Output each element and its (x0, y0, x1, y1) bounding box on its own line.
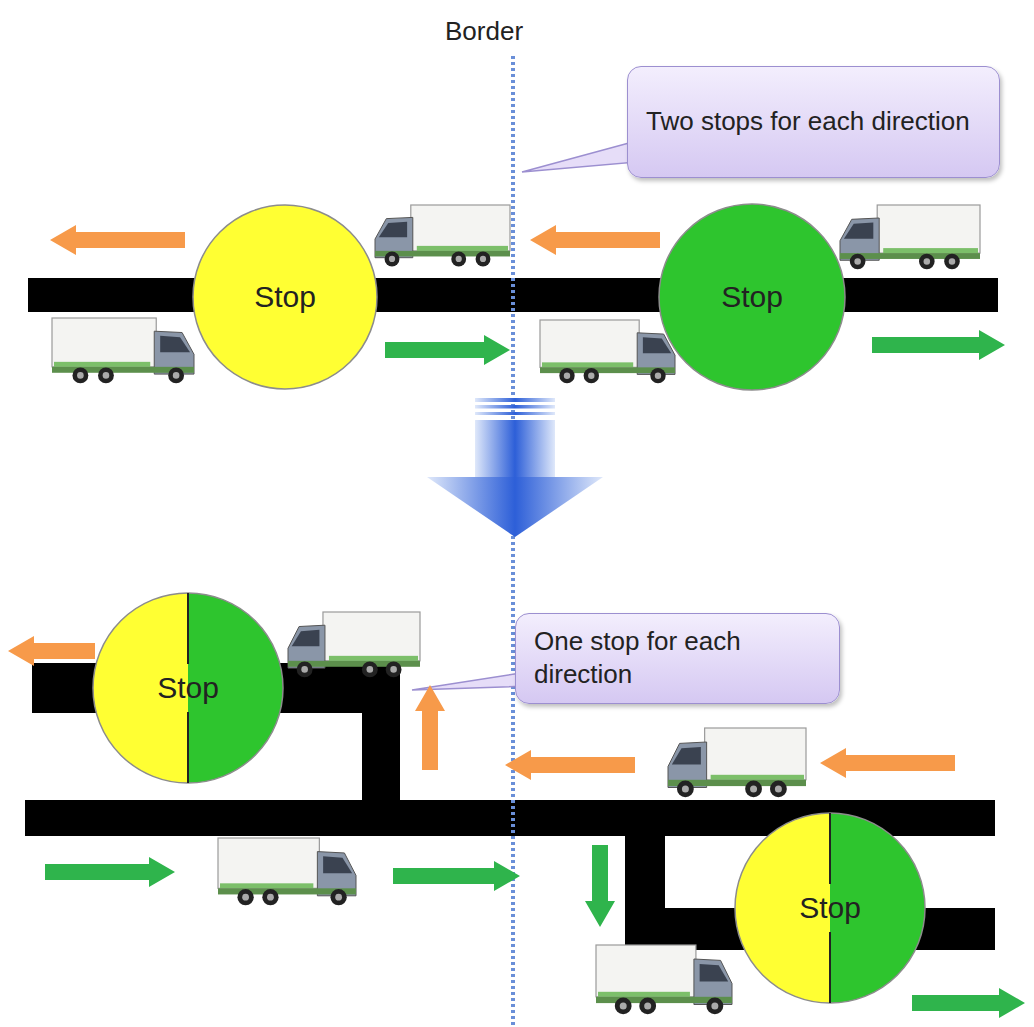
stop-circle: Stop (191, 203, 379, 391)
direction-arrow (393, 861, 520, 891)
direction-arrow (505, 750, 635, 780)
direction-arrow (50, 225, 185, 255)
stop-label: Stop (799, 891, 861, 925)
direction-arrow (45, 857, 175, 887)
truck (218, 838, 356, 905)
direction-arrow (8, 636, 95, 666)
truck (840, 205, 980, 269)
stop-label: Stop (157, 671, 219, 705)
stop-circle: Stop (657, 202, 847, 392)
direction-arrow (912, 988, 1025, 1018)
direction-arrow (415, 685, 445, 770)
stop-label: Stop (721, 280, 783, 314)
direction-arrow (585, 845, 615, 927)
callout-box: One stop for each direction (515, 613, 840, 704)
truck (668, 728, 806, 797)
direction-arrow (530, 225, 660, 255)
border-label: Border (445, 16, 523, 47)
truck (375, 205, 510, 266)
truck (288, 612, 420, 677)
truck (52, 318, 194, 383)
callout-text: One stop for each direction (534, 625, 821, 692)
callout-box: Two stops for each direction (627, 66, 1000, 178)
road (362, 690, 400, 810)
road (28, 278, 998, 312)
joint-stop-circle: Stop (733, 811, 927, 1005)
joint-stop-circle: Stop (91, 591, 285, 785)
direction-arrow (872, 330, 1005, 360)
transition-arrow (427, 398, 603, 537)
direction-arrow (385, 335, 510, 365)
callout-text: Two stops for each direction (646, 105, 970, 138)
stop-label: Stop (254, 280, 316, 314)
direction-arrow (820, 748, 955, 778)
border-line (511, 56, 515, 1027)
truck (596, 945, 732, 1014)
truck (540, 320, 675, 383)
